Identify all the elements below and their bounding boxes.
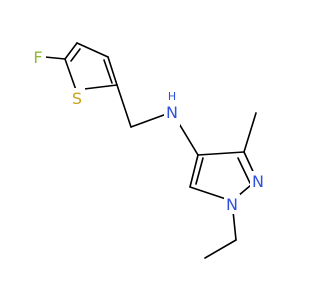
atom-labels: F S H N N N (30, 47, 266, 214)
bond-c2-c3-double (103, 59, 113, 84)
bond-c5-c4-double (195, 157, 204, 185)
bond-ch2-ch3 (204, 239, 237, 259)
bond-c3-methyl (243, 112, 257, 153)
bond-c3-n2-double (237, 157, 251, 184)
bond-c2-ch2 (116, 84, 132, 128)
bond-c5-s (64, 58, 77, 91)
molecule-canvas: F S H N N N (30, 42, 266, 259)
atom-fluorine: F (33, 48, 42, 67)
structure-diagram: F S H N N N (30, 42, 266, 259)
bond-c2-c3 (107, 56, 118, 86)
atom-amine-nitrogen: N (166, 103, 178, 122)
bond-c4-c5-double (70, 48, 81, 62)
bond-c5-c4 (189, 154, 199, 188)
atom-pyrazole-n1: N (226, 195, 238, 214)
bonds (44, 42, 258, 259)
atom-amine-hydrogen: H (168, 90, 176, 103)
atom-pyrazole-n2: N (252, 172, 264, 191)
bond-c3-c4 (76, 42, 109, 58)
bond-c4-c3 (197, 151, 245, 156)
atom-sulfur: S (72, 89, 82, 108)
bond-f-c5 (44, 56, 66, 60)
bond-c4-c5 (64, 42, 78, 60)
